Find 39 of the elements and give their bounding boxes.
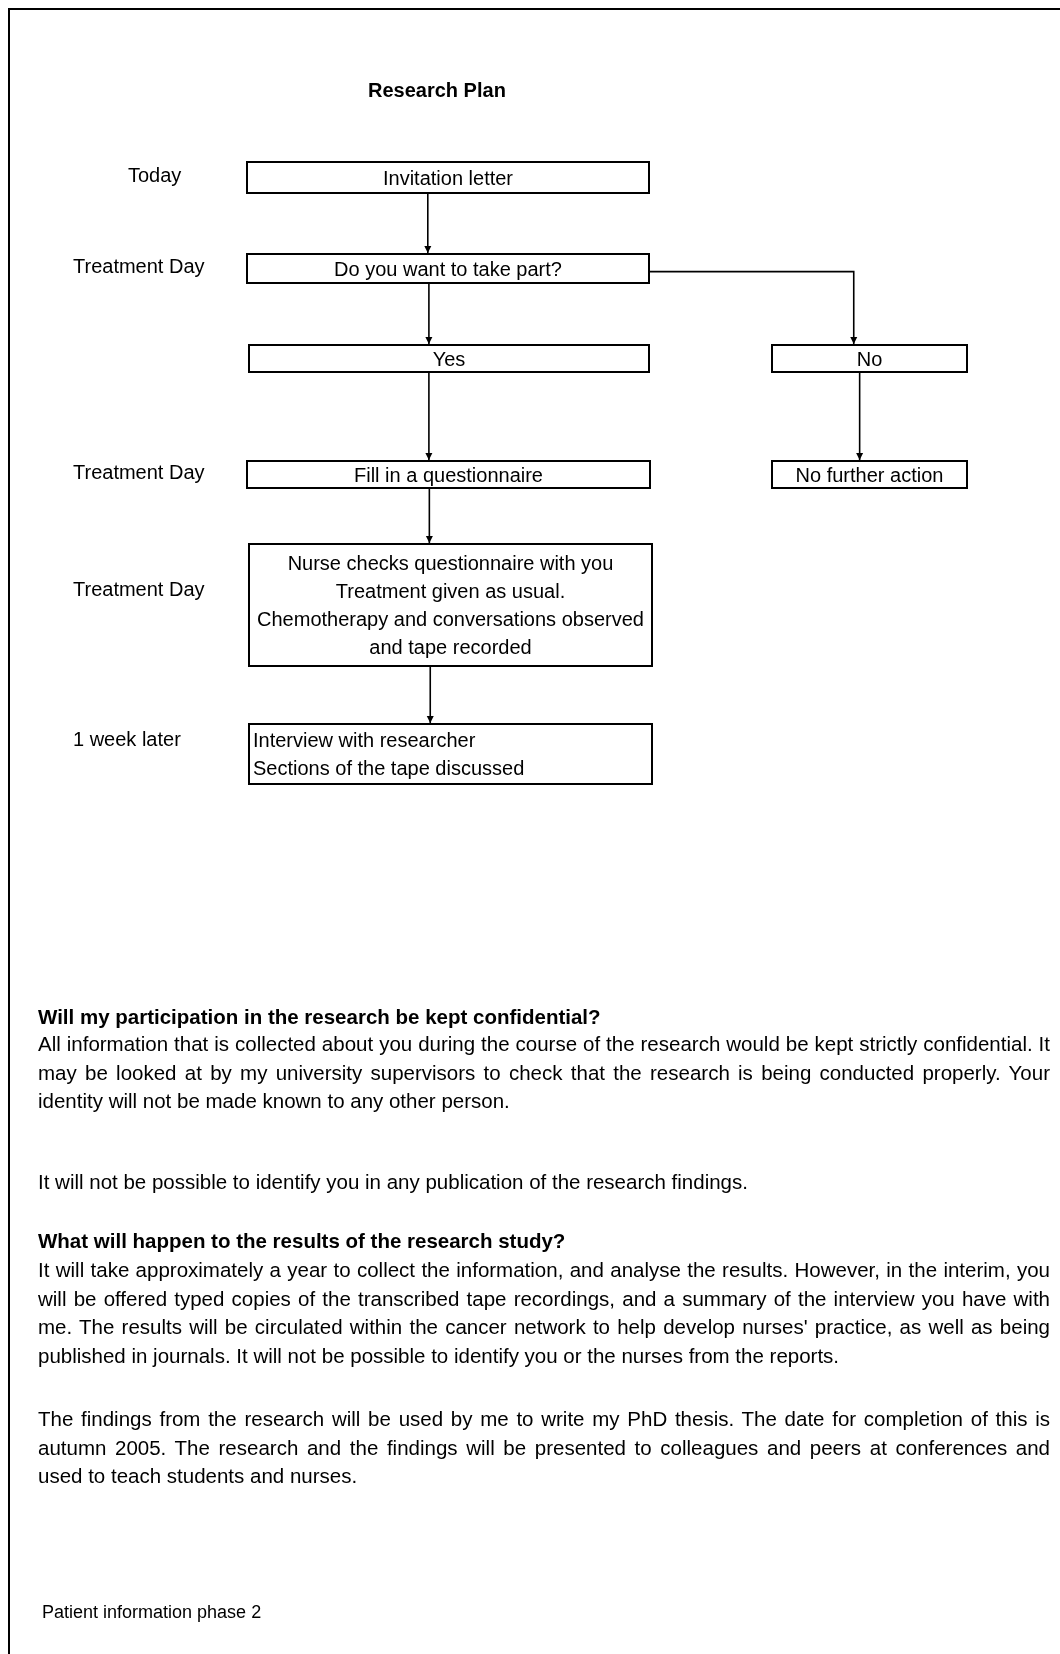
box-text: Invitation letter	[382, 165, 514, 191]
process-box	[246, 253, 650, 284]
title: Research Plan	[368, 79, 506, 102]
time-label: Today	[128, 164, 182, 187]
arrow	[426, 666, 434, 724]
paragraph: It will not be possible to identify you in any publication of the research findings.	[38, 1169, 749, 1195]
box-text: Yes	[432, 346, 466, 372]
process-box	[771, 344, 968, 373]
process-box	[246, 460, 651, 489]
box-text: No	[856, 346, 883, 372]
box-text: Chemotherapy and conversations observed and tape recorded	[256, 607, 645, 660]
box-text: Nurse checks questionnaire with you	[287, 551, 614, 576]
arrow	[425, 283, 433, 345]
arrow	[425, 372, 433, 461]
box-text: Interview with researcher	[253, 728, 476, 753]
time-label: Treatment Day	[73, 461, 205, 484]
box-text: Fill in a questionnaire	[354, 462, 543, 488]
paragraph: The findings from the research will be used by me to write my PhD thesis. The date for completion of this is autumn 2005. The research and the findings will be presented to colleagues and peers at conferences and used to teach students and nurses.	[38, 1406, 1050, 1489]
process-box	[248, 344, 650, 373]
box-text: Do you want to take part?	[334, 256, 562, 282]
arrow	[856, 372, 864, 461]
process-box	[246, 161, 650, 194]
arrow	[424, 193, 432, 254]
box-text: No further action	[795, 462, 944, 488]
box-text: Treatment given as usual.	[335, 579, 566, 604]
time-label: Treatment Day	[73, 255, 205, 278]
paragraph: All information that is collected about you during the course of the research would be kept strictly confidential. It may be looked at by my university supervisors to check that the research is being conducted properly. Your identity will not be made known to any other person.	[38, 1031, 1050, 1114]
section-heading: What will happen to the results of the research study?	[38, 1228, 567, 1254]
process-box	[771, 460, 968, 489]
process-box	[248, 723, 653, 785]
footer-text: Patient information phase 2	[42, 1601, 262, 1624]
paragraph: It will take approximately a year to collect the information, and analyse the results. However, in the interim, you will be offered typed copies of the transcribed tape recordings, and a summary of the interview you have with me. The results will be circulated within the cancer network to help develop nurses' practice, as well as being published in journals. It will not be possible to identify you or the nurses from the reports.	[38, 1257, 1050, 1369]
time-label: Treatment Day	[73, 578, 205, 601]
arrow	[649, 270, 858, 345]
time-label: 1 week later	[73, 728, 181, 751]
process-box	[248, 543, 653, 667]
section-heading: Will my participation in the research be kept confidential?	[38, 1004, 602, 1030]
arrow	[425, 488, 433, 544]
box-text: Sections of the tape discussed	[253, 756, 525, 781]
